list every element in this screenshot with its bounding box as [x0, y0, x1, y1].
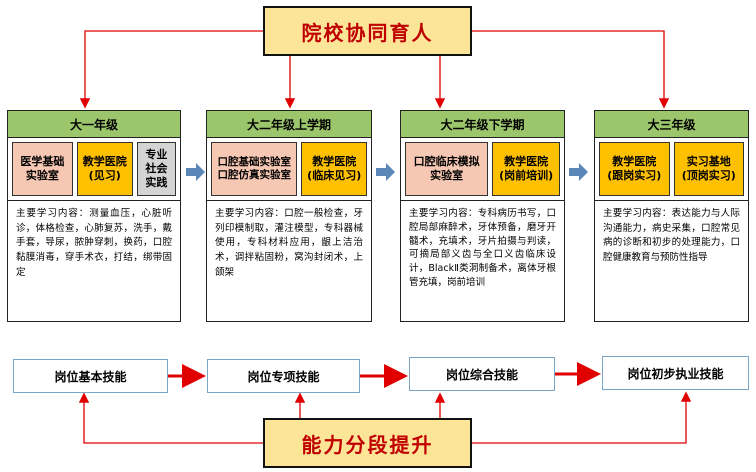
bottom-connector-1 — [78, 392, 263, 444]
skill-box-1: 岗位基本技能 — [13, 359, 168, 393]
stage-cells: 口腔基础实验室 口腔仿真实验室 教学医院 (临床见习) — [207, 138, 371, 200]
top-connectors — [79, 30, 670, 109]
stage-cell: 医学基础 实验室 — [12, 142, 73, 196]
stage-description: 主要学习内容：专科病历书写，口腔局部麻醉术，牙体预备，磨牙开髓术，充填术，牙片拍… — [401, 200, 564, 296]
stage-arrow-2 — [376, 163, 395, 181]
bottom-connector-4 — [472, 391, 692, 444]
bottom-connectors — [78, 391, 692, 444]
stage-column-1: 大一年级 医学基础 实验室 教学医院 (见习) 专业 社会 实践 主要学习内容：… — [7, 110, 181, 322]
stage-cell: 口腔基础实验室 口腔仿真实验室 — [211, 142, 298, 196]
stage-arrows — [186, 163, 588, 181]
bottom-title: 能力分段提升 — [263, 418, 472, 468]
skill-box-2: 岗位专项技能 — [207, 359, 360, 393]
stage-column-4: 大三年级 教学医院 (跟岗实习) 实习基地 (顶岗实习) 主要学习内容：表达能力… — [594, 110, 749, 322]
stage-description: 主要学习内容：口腔一般检查，牙列印模制取，灌注模型，专科器械使用，专科材料应用，… — [207, 200, 371, 287]
stage-arrow-3 — [569, 163, 588, 181]
stage-description: 主要学习内容：表达能力与人际沟通能力，病史采集，口腔常见病的诊断和初步的处理能力… — [595, 200, 748, 272]
stage-column-3: 大二年级下学期 口腔临床模拟 实验室 教学医院 (岗前培训) 主要学习内容：专科… — [400, 110, 565, 322]
top-title: 院校协同育人 — [263, 6, 472, 56]
stage-header: 大三年级 — [595, 111, 748, 138]
stage-cell: 实习基地 (顶岗实习) — [673, 142, 744, 196]
stage-cell: 教学医院 (临床见习) — [301, 142, 367, 196]
stage-description: 主要学习内容：测量血压，心脏听诊，体格检查，心肺复苏，洗手，戴手套，导尿，脓肿穿… — [8, 200, 180, 287]
stage-arrow-1 — [186, 163, 205, 181]
stage-cell: 教学医院 (跟岗实习) — [599, 142, 670, 196]
stage-cell: 专业 社会 实践 — [136, 142, 176, 196]
stage-cell: 教学医院 (岗前培训) — [492, 142, 560, 196]
stage-header: 大一年级 — [8, 111, 180, 138]
skill-arrows — [168, 362, 601, 388]
stage-cell: 教学医院 (见习) — [76, 142, 133, 196]
skill-box-4: 岗位初步执业技能 — [602, 356, 749, 390]
stage-cells: 口腔临床模拟 实验室 教学医院 (岗前培训) — [401, 138, 564, 200]
stage-header: 大二年级上学期 — [207, 111, 371, 138]
top-connector-4 — [472, 30, 670, 109]
stage-header: 大二年级下学期 — [401, 111, 564, 138]
top-connector-1 — [79, 30, 263, 109]
skill-box-3: 岗位综合技能 — [409, 357, 555, 391]
stage-column-2: 大二年级上学期 口腔基础实验室 口腔仿真实验室 教学医院 (临床见习) 主要学习… — [206, 110, 372, 322]
stage-cells: 医学基础 实验室 教学医院 (见习) 专业 社会 实践 — [8, 138, 180, 200]
stage-cells: 教学医院 (跟岗实习) 实习基地 (顶岗实习) — [595, 138, 748, 200]
stage-cell: 口腔临床模拟 实验室 — [405, 142, 489, 196]
